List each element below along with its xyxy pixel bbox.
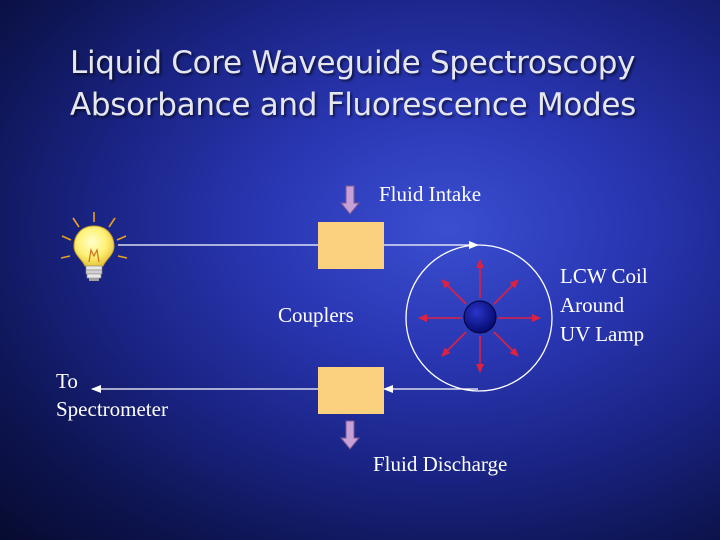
upper-coupler: [318, 222, 384, 269]
lcw-coil-label: LCW Coil Around UV Lamp: [560, 262, 648, 349]
slide-title: Liquid Core Waveguide Spectroscopy Absor…: [70, 42, 690, 126]
lcw-coil-line-1: LCW Coil: [560, 264, 648, 288]
couplers-label: Couplers: [278, 303, 354, 327]
to-spectrometer-line-2: Spectrometer: [56, 397, 168, 421]
title-line-1: Liquid Core Waveguide Spectroscopy: [70, 45, 636, 81]
lcw-coil-line-3: UV Lamp: [560, 322, 645, 346]
light-bulb-icon: [60, 212, 128, 281]
fluid-intake-label: Fluid Intake: [379, 182, 482, 206]
fluid-discharge-label: Fluid Discharge: [373, 452, 508, 476]
uv-lamp: [463, 300, 497, 334]
uv-rays: [418, 259, 541, 373]
intake-down-arrow-icon: [339, 185, 361, 215]
lower-coupler: [318, 367, 384, 414]
title-line-2: Absorbance and Fluorescence Modes: [70, 87, 637, 123]
discharge-down-arrow-icon: [339, 420, 361, 450]
to-spectrometer-label: To Spectrometer: [56, 367, 168, 423]
lcw-coil: [405, 244, 553, 392]
lcw-coil-line-2: Around: [560, 293, 625, 317]
to-spectrometer-line-1: To: [56, 369, 78, 393]
